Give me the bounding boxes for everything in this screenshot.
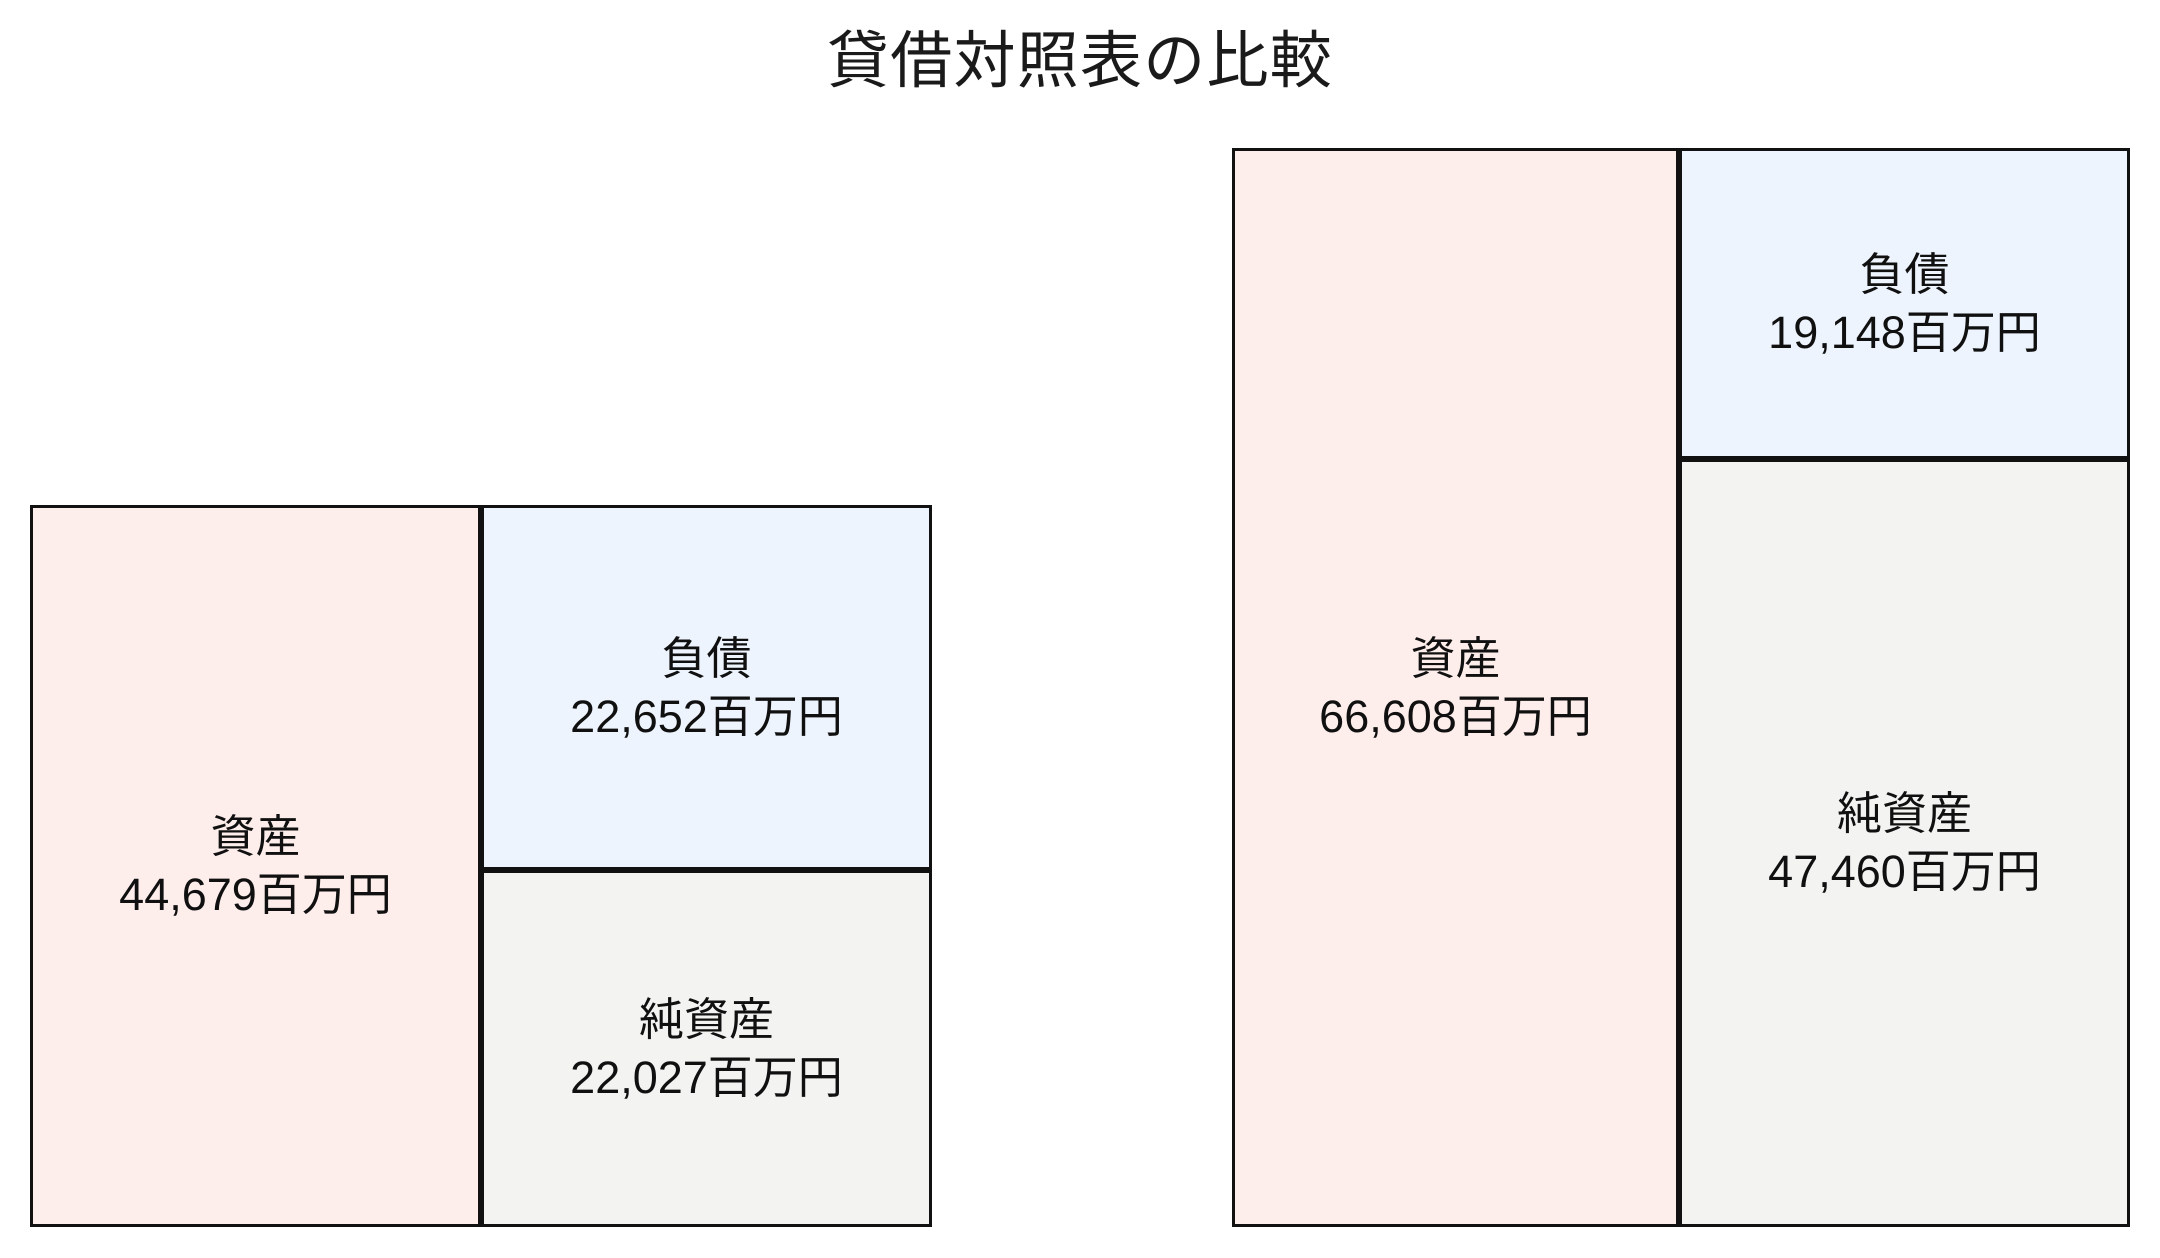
page-title: 貸借対照表の比較 — [827, 27, 1333, 96]
left-liabilities-box: 負債 22,652百万円 — [481, 505, 932, 870]
left-liabilities-label: 負債 22,652百万円 — [570, 630, 843, 745]
left-assets-label: 資産 44,679百万円 — [119, 808, 392, 923]
left-liabilities-label-text: 負債 — [661, 632, 752, 684]
left-equity-box: 純資産 22,027百万円 — [481, 870, 932, 1227]
right-equity-box: 純資産 47,460百万円 — [1679, 459, 2130, 1227]
left-assets-label-text: 資産 — [210, 811, 301, 863]
left-assets-value-text: 44,679百万円 — [119, 869, 392, 920]
right-equity-value-text: 47,460百万円 — [1768, 846, 2041, 897]
right-liabilities-value-text: 19,148百万円 — [1768, 306, 2041, 358]
right-assets-label: 資産 66,608百万円 — [1319, 630, 1592, 745]
right-liabilities-box: 負債 19,148百万円 — [1679, 148, 2130, 459]
right-assets-box: 資産 66,608百万円 — [1232, 148, 1679, 1227]
left-equity-value-text: 22,027百万円 — [570, 1051, 843, 1103]
left-assets-box: 資産 44,679百万円 — [30, 505, 481, 1227]
right-equity-label-text: 純資産 — [1836, 788, 1972, 840]
right-liabilities-label: 負債 19,148百万円 — [1768, 246, 2041, 361]
right-liabilities-label-text: 負債 — [1859, 248, 1950, 300]
balance-sheet-panel-left: 資産 44,679百万円 負債 22,652百万円 純資産 22,027百万円 — [30, 505, 932, 1227]
right-assets-label-text: 資産 — [1410, 632, 1501, 684]
right-equity-label: 純資産 47,460百万円 — [1768, 785, 2041, 900]
left-equity-label-text: 純資産 — [638, 993, 774, 1045]
right-assets-value-text: 66,608百万円 — [1319, 690, 1592, 742]
balance-sheet-panel-right: 資産 66,608百万円 負債 19,148百万円 純資産 47,460百万円 — [1232, 148, 2130, 1227]
left-liabilities-value-text: 22,652百万円 — [570, 690, 843, 742]
left-equity-label: 純資産 22,027百万円 — [570, 991, 843, 1106]
